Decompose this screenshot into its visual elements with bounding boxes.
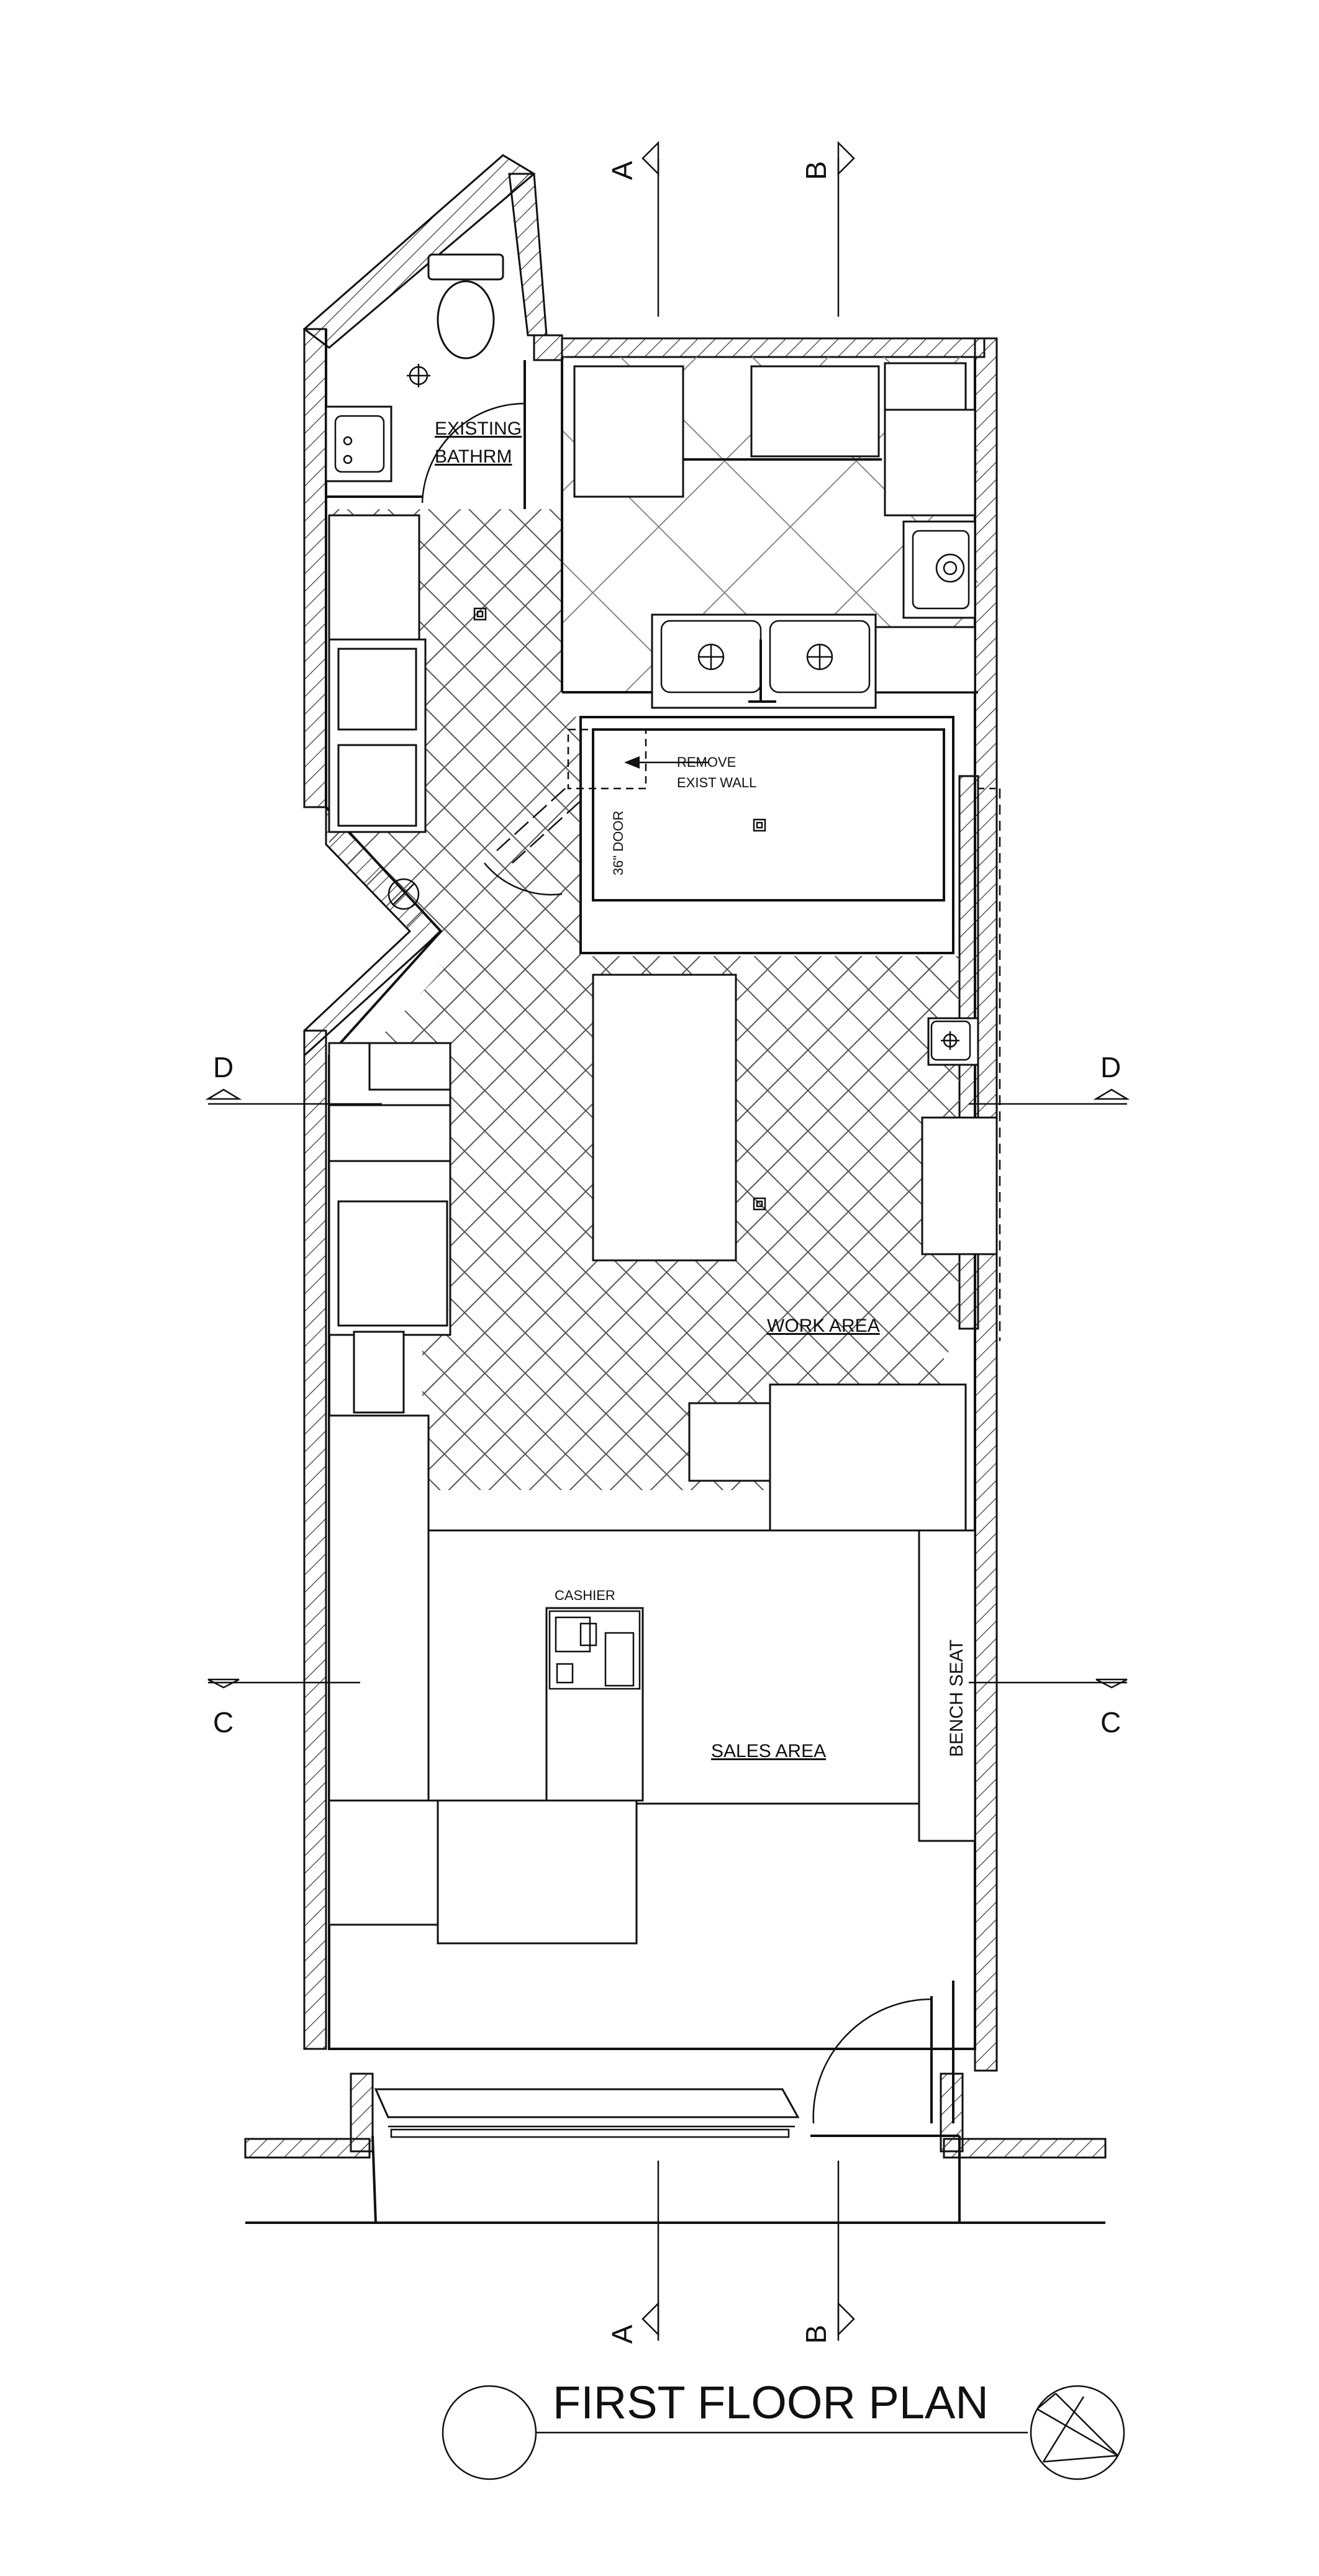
door-and-wall-note: REMOVE EXIST WALL 36" DOOR: [484, 728, 766, 896]
section-a-bottom: A: [606, 2325, 638, 2344]
section-markers: A B A B D D C C: [205, 140, 1130, 2344]
sales-area-label: SALES AREA: [711, 1741, 826, 1761]
section-d-right: D: [1100, 1051, 1121, 1083]
section-d-left: D: [213, 1051, 233, 1083]
double-sink-icon: [660, 620, 871, 703]
remove-wall-note-2: EXIST WALL: [677, 775, 756, 790]
bathroom-label-1: EXISTING: [435, 418, 522, 439]
cash-register-icon: [548, 1610, 641, 1690]
cashier-label: CASHIER: [555, 1588, 615, 1603]
no-entry-icon: [388, 878, 420, 910]
section-c-left: C: [213, 1706, 233, 1738]
section-b-bottom: B: [800, 2325, 832, 2344]
section-c-right: C: [1100, 1706, 1121, 1738]
kitchen-fixtures: [573, 362, 976, 709]
door-note: 36" DOOR: [610, 811, 626, 875]
floor-sink-icon: [912, 530, 970, 610]
sales-area: CASHIER BENCH SEAT SALES AREA: [328, 1414, 976, 2050]
storefront-entry: [245, 1981, 1105, 2224]
section-b-top: B: [800, 161, 832, 180]
plan-title: FIRST FLOOR PLAN: [553, 2377, 989, 2428]
title-block: FIRST FLOOR PLAN: [442, 2377, 1125, 2480]
bench-seat-label: BENCH SEAT: [946, 1640, 967, 1757]
floor-drain-square-icon-3: [753, 1197, 766, 1211]
section-a-top: A: [606, 161, 638, 180]
hand-sink-icon: [930, 1020, 971, 1061]
floor-drain-icon: [407, 364, 430, 387]
floor-drain-square-icon: [473, 607, 487, 621]
work-area-label: WORK AREA: [767, 1316, 880, 1336]
work-area-fixtures: WORK AREA: [328, 787, 1001, 1532]
left-appliances: [328, 514, 487, 910]
remove-wall-note-1: REMOVE: [677, 754, 736, 770]
floor-drain-square-icon-2: [753, 818, 766, 832]
north-arrow-icon: [1030, 2385, 1125, 2480]
bathroom: EXISTING BATHRM: [325, 253, 526, 509]
bathroom-label-2: BATHRM: [435, 446, 512, 467]
